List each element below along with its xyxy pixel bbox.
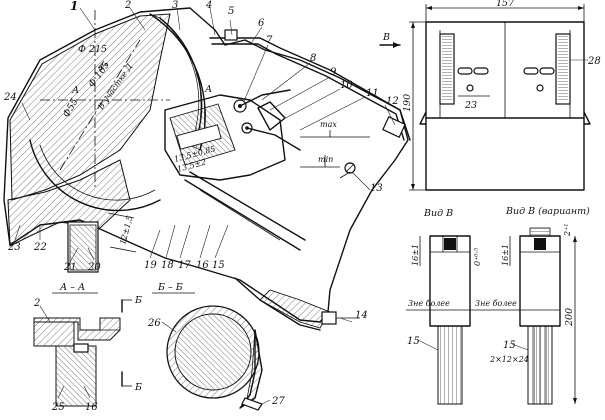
dim-12-15: 12±1,5	[118, 215, 134, 246]
width-157-label: 157	[496, 0, 515, 9]
view-b-arrow-label: В	[382, 32, 390, 43]
callout-20: 20	[87, 262, 101, 273]
callout-13: 13	[370, 183, 383, 194]
section-mark-a-right: А	[204, 84, 212, 95]
callout-5: 5	[228, 6, 234, 17]
callout-11: 11	[366, 88, 379, 99]
not-more-left: 3не более	[408, 299, 450, 308]
callout-3: 3	[172, 0, 178, 11]
dim-16-right: 16±1	[501, 244, 510, 266]
section-aa-callout-16: 16	[85, 402, 98, 413]
callout-18: 18	[161, 260, 174, 271]
section-b-b: Б – Б 26 27	[147, 282, 285, 411]
not-more-right: 3не более	[475, 299, 517, 308]
callout-14: 14	[355, 310, 368, 321]
callout-8: 8	[310, 53, 316, 64]
callout-17: 17	[178, 260, 191, 271]
height-190-label: 190	[402, 94, 413, 112]
callout-9: 9	[330, 67, 337, 78]
section-bb-callout-26: 26	[147, 318, 161, 329]
section-aa-callout-25: 25	[51, 402, 65, 413]
section-a-a: А – А Б Б 2 25 16	[33, 282, 142, 413]
section-a-a-title: А – А	[59, 282, 85, 293]
section-mark-a-left: А	[71, 85, 79, 96]
callout-22: 22	[33, 242, 47, 253]
view-b-title: Вид В	[423, 208, 453, 219]
callout-28: 28	[587, 56, 601, 67]
dim-2-1: 2⁺¹	[563, 223, 572, 237]
view-b: Вид В Вид В (вариант) 16±1 0⁺⁰·⁵ 16±1 2⁺…	[406, 206, 590, 405]
phi-215-label: Ф 215	[78, 44, 107, 55]
view-b-callout-15-left: 15	[407, 336, 420, 347]
dim-200: 200	[564, 308, 575, 327]
callout-6: 6	[258, 18, 265, 29]
callout-4: 4	[205, 0, 212, 11]
callout-7: 7	[266, 35, 273, 46]
section-mark-b-top: Б	[134, 295, 142, 306]
callout-21: 21	[63, 262, 77, 273]
top-right-view: 157 190 В 23 28	[379, 0, 601, 191]
section-aa-callout-2: 2	[33, 298, 40, 309]
view-b-variant-title: Вид В (вариант)	[505, 206, 590, 217]
max-label: max	[320, 120, 337, 129]
callout-19: 19	[144, 260, 157, 271]
section-b-b-title: Б – Б	[157, 282, 183, 293]
section-mark-b-bottom: Б	[134, 382, 142, 393]
callout-24: 24	[3, 92, 17, 103]
callout-23: 23	[7, 242, 21, 253]
section-bb-callout-27: 27	[271, 396, 285, 407]
main-assembly-view: max min	[3, 0, 411, 331]
dim-0-05: 0⁺⁰·⁵	[473, 247, 482, 266]
callout-12: 12	[386, 96, 399, 107]
callout-10: 10	[340, 80, 353, 91]
plates-dim: 2×12×24	[489, 355, 529, 364]
callout-15: 15	[212, 260, 225, 271]
callout-2: 2	[124, 0, 131, 11]
angle-label: 4°	[97, 62, 109, 73]
dim-16-left: 16±1	[411, 244, 420, 266]
min-label: min	[318, 155, 333, 164]
dim-23-label: 23	[464, 100, 477, 111]
view-b-callout-15-right: 15	[503, 340, 516, 351]
callout-16: 16	[196, 260, 209, 271]
callout-1: 1	[70, 0, 78, 13]
